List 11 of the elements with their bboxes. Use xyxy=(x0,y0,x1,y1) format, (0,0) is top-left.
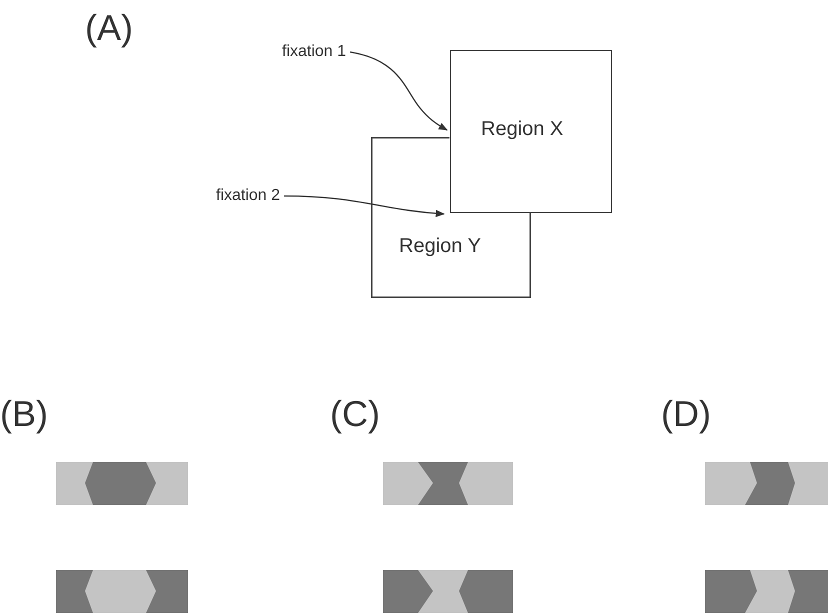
fixation-label: fixation 2 xyxy=(216,188,280,204)
fixation-label: fixation 1 xyxy=(282,44,346,60)
arrow xyxy=(284,195,445,217)
panel-label: (A) xyxy=(85,10,133,46)
arrow xyxy=(350,51,448,131)
region-label: Region X xyxy=(481,118,564,141)
region-label: Region Y xyxy=(399,235,481,258)
panel-label: (B) xyxy=(0,396,48,432)
region-box xyxy=(450,50,612,213)
panel-label: (C) xyxy=(330,396,380,432)
panel-label: (D) xyxy=(661,396,711,432)
